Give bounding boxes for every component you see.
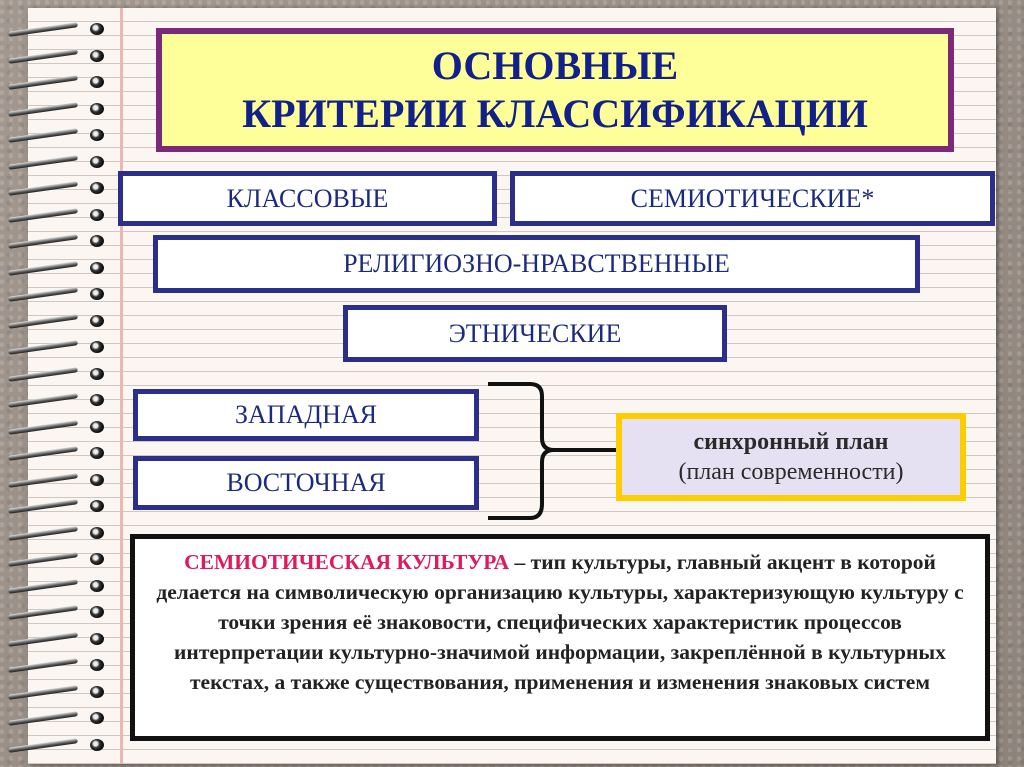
spiral-ring [7, 154, 106, 170]
spiral-ring [7, 287, 106, 302]
spiral-ring [7, 578, 106, 594]
spiral-ring [7, 48, 106, 64]
eastern-culture-box: ВОСТОЧНАЯ [133, 456, 479, 510]
criterion-class: КЛАССОВЫЕ [118, 171, 497, 226]
spiral-ring [7, 234, 106, 249]
spiral-ring [7, 499, 106, 514]
spiral-ring [7, 684, 106, 700]
western-culture-box: ЗАПАДНАЯ [133, 389, 479, 441]
spiral-ring [7, 605, 106, 620]
margin-line [120, 8, 123, 764]
spiral-ring [7, 711, 106, 726]
spiral-ring [7, 181, 106, 196]
spiral-ring [7, 737, 106, 753]
spiral-ring [7, 128, 106, 143]
title-line-1: ОСНОВНЫЕ [431, 43, 679, 88]
spiral-binding [0, 8, 140, 764]
spiral-ring [7, 313, 106, 329]
spiral-ring [7, 419, 106, 435]
definition-box: СЕМИОТИЧЕСКАЯ КУЛЬТУРА – тип культуры, г… [130, 534, 990, 741]
spiral-ring [7, 446, 106, 461]
spiral-ring [7, 75, 106, 90]
spiral-ring [7, 340, 106, 355]
spiral-ring [7, 366, 106, 382]
present-plan-label: (план современности) [678, 459, 904, 485]
spiral-ring [7, 207, 106, 223]
criterion-ethnic: ЭТНИЧЕСКИЕ [343, 305, 727, 362]
spiral-ring [7, 631, 106, 647]
spiral-ring [7, 525, 106, 541]
spiral-ring [7, 101, 106, 117]
slide-title: ОСНОВНЫЕ КРИТЕРИИ КЛАССИФИКАЦИИ [156, 28, 954, 152]
definition-term: СЕМИОТИЧЕСКАЯ КУЛЬТУРА [184, 550, 510, 574]
definition-text: – тип культуры, главный акцент в которой… [156, 550, 964, 694]
criterion-semiotic: СЕМИОТИЧЕСКИЕ* [510, 171, 995, 226]
synchronic-plan-box: синхронный план (план современности) [616, 413, 966, 501]
spiral-ring [7, 393, 106, 408]
spiral-ring [7, 552, 106, 567]
spiral-ring [7, 260, 106, 276]
spiral-ring [7, 658, 106, 673]
spiral-ring [7, 472, 106, 488]
curly-brace-icon [488, 382, 630, 520]
synchronic-plan-label: синхронный план [693, 429, 889, 455]
title-line-2: КРИТЕРИИ КЛАССИФИКАЦИИ [242, 91, 868, 136]
spiral-ring [7, 22, 106, 37]
criterion-religious: РЕЛИГИОЗНО-НРАВСТВЕННЫЕ [153, 235, 920, 293]
